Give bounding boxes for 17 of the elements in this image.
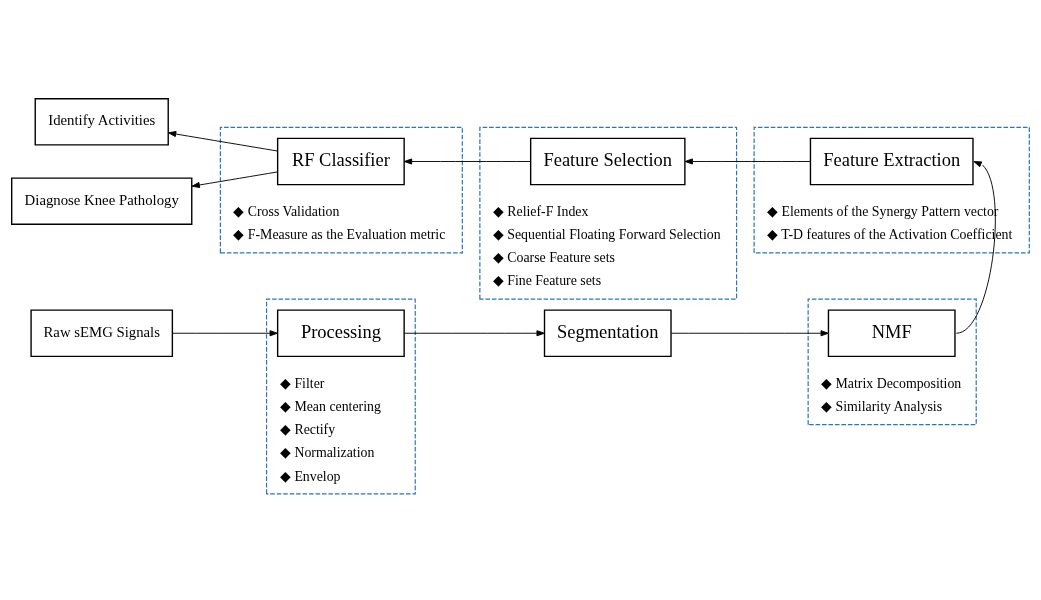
arrow [168,131,278,152]
node-box: Feature Selection [529,137,686,186]
node-box: Feature Extraction [809,137,974,186]
node-box: NMF [827,309,956,358]
node-box: Segmentation [543,309,672,358]
node-box: Raw sEMG Signals [30,309,174,358]
node-box: Identify Activities [34,98,169,146]
arrow [955,161,996,334]
arrow [172,330,278,337]
node-box: Diagnose Knee Pathology [11,177,193,225]
node-box: Processing [276,309,405,358]
arrow [684,158,811,165]
arrow [670,330,829,337]
arrow [403,158,532,165]
arrow [191,171,279,189]
arrow [403,330,545,337]
node-box: RF Classifier [276,137,405,186]
